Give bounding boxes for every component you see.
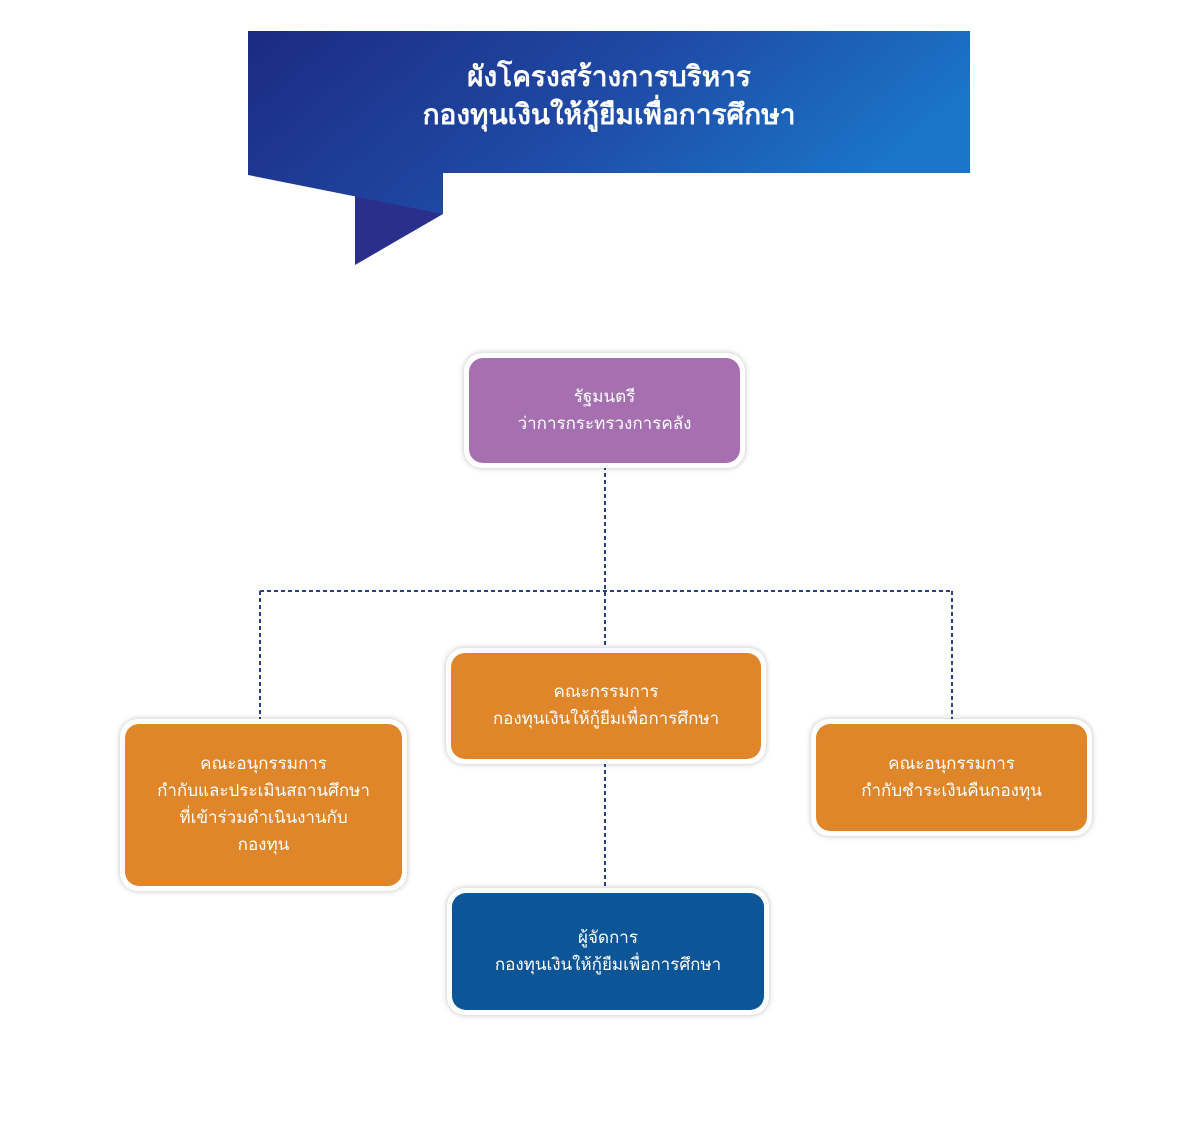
node-subcommittee-institutions-line-3: ที่เข้าร่วมดำเนินงานกับ — [179, 808, 348, 828]
banner-body — [248, 31, 970, 214]
node-minister-line-1: รัฐมนตรี — [573, 386, 636, 407]
node-subcommittee-institutions: คณะอนุกรรมการ กำกับและประเมินสถานศึกษา ท… — [120, 719, 407, 891]
node-minister-line-2: ว่าการกระทรวงการคลัง — [517, 413, 692, 434]
node-manager-line-1: ผู้จัดการ — [578, 927, 638, 948]
title-line-1: ผังโครงสร้างการบริหาร — [467, 60, 751, 93]
node-manager: ผู้จัดการ กองทุนเงินให้กู้ยืมเพื่อการศึก… — [447, 888, 769, 1015]
node-subcommittee-repayment: คณะอนุกรรมการ กำกับชำระเงินคืนกองทุน — [811, 719, 1092, 836]
node-subcommittee-institutions-line-4: กองทุน — [237, 835, 290, 855]
title-banner — [248, 31, 970, 265]
node-subcommittee-repayment-line-1: คณะอนุกรรมการ — [888, 753, 1015, 774]
node-minister: รัฐมนตรี ว่าการกระทรวงการคลัง — [464, 353, 745, 468]
node-subcommittee-institutions-line-2: กำกับและประเมินสถานศึกษา — [157, 781, 370, 801]
node-committee-line-2: กองทุนเงินให้กู้ยืมเพื่อการศึกษา — [492, 709, 720, 729]
node-subcommittee-institutions-line-1: คณะอนุกรรมการ — [200, 754, 327, 774]
title-line-2: กองทุนเงินให้กู้ยืมเพื่อการศึกษา — [422, 98, 796, 131]
page-title: ผังโครงสร้างการบริหาร กองทุนเงินให้กู้ยื… — [248, 58, 970, 134]
node-subcommittee-repayment-line-2: กำกับชำระเงินคืนกองทุน — [861, 780, 1042, 801]
node-committee: คณะกรรมการ กองทุนเงินให้กู้ยืมเพื่อการศึ… — [446, 648, 766, 764]
node-manager-line-2: กองทุนเงินให้กู้ยืมเพื่อการศึกษา — [494, 954, 722, 975]
node-committee-line-1: คณะกรรมการ — [553, 682, 659, 702]
